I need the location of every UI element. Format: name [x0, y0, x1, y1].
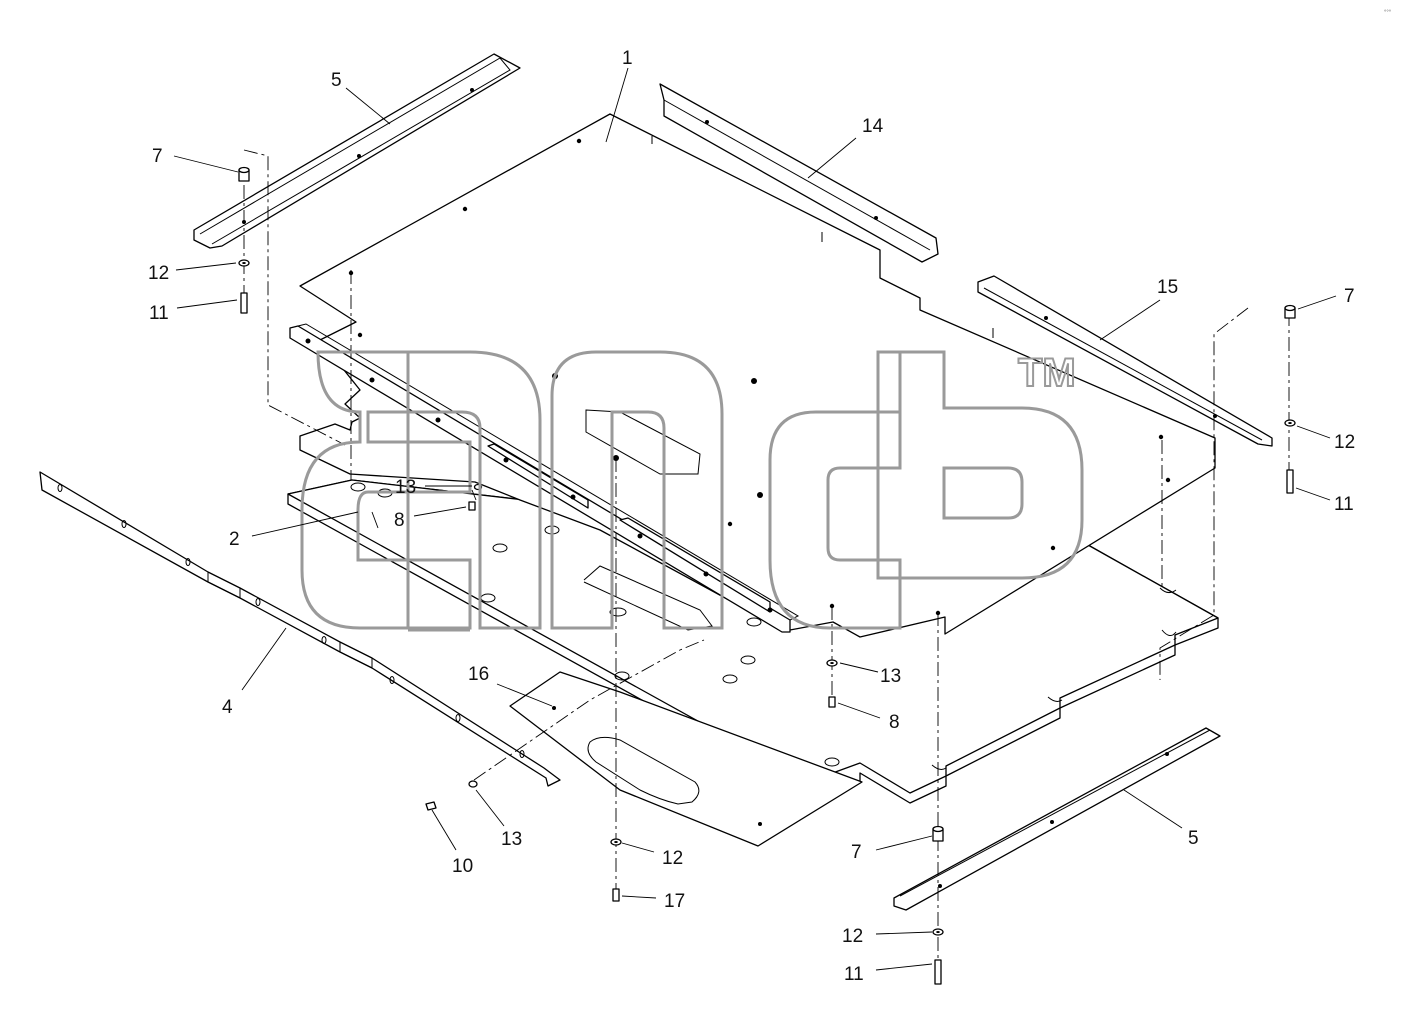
- callout-13-bottom: 13: [501, 829, 522, 850]
- callout-14: 14: [862, 116, 884, 137]
- part-5-angle-bar-bottom: [893, 727, 1221, 911]
- callout-7-right: 7: [1344, 286, 1355, 307]
- callout-11-bottom: 11: [844, 964, 864, 985]
- leader-lines: [173, 67, 1337, 971]
- part-4-edge-strip: [39, 471, 561, 787]
- callout-13-right: 13: [880, 666, 901, 687]
- callout-5-bottom: 5: [1188, 828, 1199, 849]
- part-1-main-floor-panel: [299, 113, 1216, 638]
- corner-mark: °°°: [1384, 10, 1392, 16]
- callout-8-upper: 8: [394, 510, 405, 531]
- callout-15: 15: [1157, 277, 1178, 298]
- callout-1: 1: [622, 48, 633, 69]
- callout-4: 4: [222, 697, 233, 718]
- part-16-bottom-plate: [509, 671, 863, 847]
- callout-8-lower: 8: [889, 712, 900, 733]
- fasteners: [238, 166, 1296, 985]
- callout-10: 10: [452, 856, 473, 877]
- watermark-logo: TM: [300, 350, 1084, 632]
- callout-7-left: 7: [152, 146, 163, 167]
- callout-12-left: 12: [148, 263, 169, 284]
- callout-17: 17: [664, 891, 685, 912]
- callout-12-center: 12: [662, 848, 683, 869]
- watermark-trademark: TM: [1018, 351, 1076, 395]
- callout-7-bottom: 7: [851, 842, 862, 863]
- part-14-angle-bar: [659, 83, 939, 263]
- callout-5-top: 5: [331, 70, 342, 91]
- callout-11-left: 11: [149, 303, 169, 324]
- callout-12-right: 12: [1334, 432, 1355, 453]
- callout-labels: 1 2 4 5 5 7 7 7 8 8 10 11 11 11 12 12 12…: [148, 48, 1355, 985]
- callout-12-bottom: 12: [842, 926, 863, 947]
- callout-16: 16: [468, 664, 489, 685]
- part-5-angle-bar-top: [193, 53, 521, 249]
- callout-11-right: 11: [1334, 494, 1354, 515]
- callout-2: 2: [229, 529, 240, 550]
- callout-13-upper: 13: [395, 477, 416, 498]
- part-15-angle-bar: [977, 275, 1273, 447]
- assembly-centerlines: [243, 149, 1290, 975]
